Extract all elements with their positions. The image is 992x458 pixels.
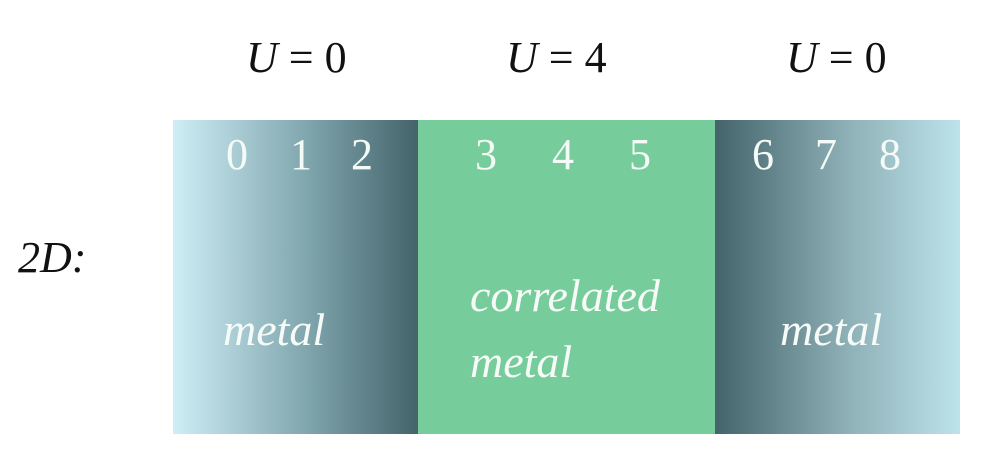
region-label-metal-middle: metal (470, 336, 573, 387)
metal-region-left (173, 120, 418, 434)
site-label-6: 6 (752, 130, 774, 179)
region-label-metal-left: metal (223, 304, 326, 355)
site-label-8: 8 (879, 130, 901, 179)
u-value: = 0 (277, 33, 347, 82)
u-value: = 4 (537, 33, 607, 82)
u-symbol: U (506, 33, 538, 82)
u-symbol: U (786, 33, 818, 82)
u-symbol: U (246, 33, 278, 82)
region-label-correlated: correlated (470, 270, 660, 321)
site-label-3: 3 (475, 130, 497, 179)
dimension-label: 2D: (18, 233, 87, 282)
u-label-right: U = 0 (786, 32, 887, 83)
site-label-7: 7 (815, 130, 837, 179)
site-label-5: 5 (629, 130, 651, 179)
site-label-2: 2 (351, 130, 373, 179)
u-label-middle: U = 4 (506, 32, 607, 83)
site-label-0: 0 (226, 130, 248, 179)
u-label-left: U = 0 (246, 32, 347, 83)
region-label-metal-right: metal (780, 304, 883, 355)
site-label-1: 1 (290, 130, 312, 179)
metal-region-right (715, 120, 960, 434)
site-label-4: 4 (552, 130, 574, 179)
u-value: = 0 (817, 33, 887, 82)
correlated-metal-region (418, 120, 715, 434)
